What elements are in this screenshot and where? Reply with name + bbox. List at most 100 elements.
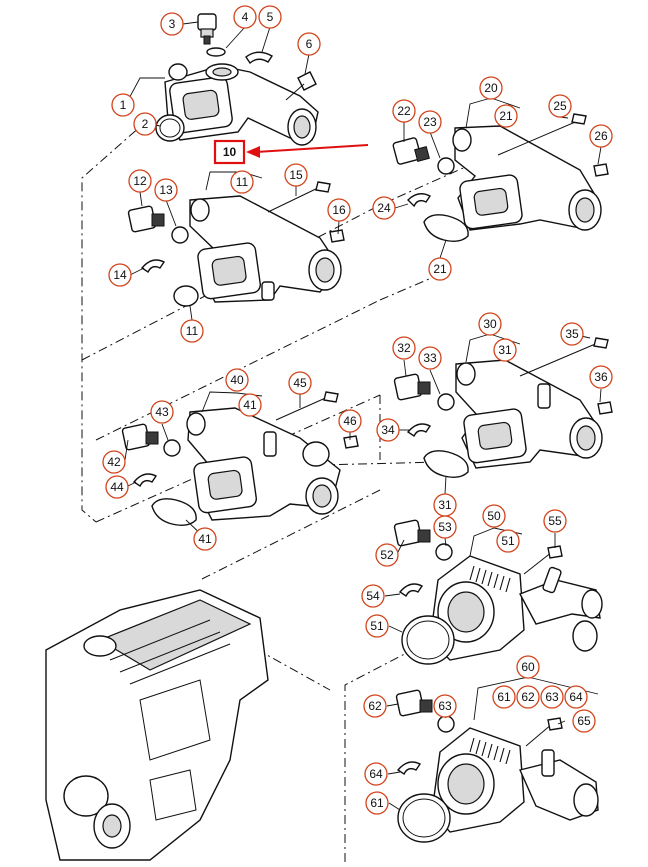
callout-5[interactable]: 5: [258, 5, 282, 29]
callout-30[interactable]: 30: [478, 312, 502, 336]
svg-text:4: 4: [242, 10, 249, 24]
callout-62-top[interactable]: 62: [516, 685, 540, 709]
callout-11-upper[interactable]: 11: [230, 170, 254, 194]
svg-text:32: 32: [397, 341, 411, 355]
callout-41-upper[interactable]: 41: [238, 393, 262, 417]
callout-31-lower[interactable]: 31: [433, 493, 457, 517]
engine-block-illustration: [45, 589, 269, 861]
callout-53[interactable]: 53: [433, 515, 457, 539]
svg-text:35: 35: [565, 327, 579, 341]
thermostat-housing-group-7: [395, 689, 599, 843]
callout-26[interactable]: 26: [589, 124, 613, 148]
callout-51-upper[interactable]: 51: [496, 529, 520, 553]
callout-46[interactable]: 46: [338, 409, 362, 433]
callout-31-upper[interactable]: 31: [493, 338, 517, 362]
svg-text:21: 21: [499, 109, 513, 123]
callout-55[interactable]: 55: [543, 509, 567, 533]
callout-60[interactable]: 60: [516, 655, 540, 679]
callout-61[interactable]: 61: [365, 791, 389, 815]
callout-4[interactable]: 4: [233, 5, 257, 29]
thermostat-housing-group-2: [392, 113, 609, 243]
callout-11-lower[interactable]: 11: [180, 319, 204, 343]
thermostat-housing-group-5: [121, 391, 359, 527]
svg-text:13: 13: [159, 183, 173, 197]
callout-2[interactable]: 2: [133, 112, 157, 136]
thermostat-housing-group-4: [393, 337, 613, 479]
callout-41-lower[interactable]: 41: [193, 527, 217, 551]
svg-text:42: 42: [107, 455, 121, 469]
svg-text:16: 16: [332, 203, 346, 217]
svg-text:5: 5: [267, 10, 274, 24]
callout-21-upper[interactable]: 21: [494, 104, 518, 128]
callout-43[interactable]: 43: [150, 400, 174, 424]
svg-text:51: 51: [501, 534, 515, 548]
callout-33[interactable]: 33: [418, 346, 442, 370]
svg-text:12: 12: [133, 174, 147, 188]
callout-61-top[interactable]: 61: [492, 685, 516, 709]
thermostat-housing-group-1: [155, 13, 319, 146]
svg-text:43: 43: [155, 405, 169, 419]
callout-52[interactable]: 52: [375, 543, 399, 567]
callout-45[interactable]: 45: [288, 371, 312, 395]
svg-text:31: 31: [438, 498, 452, 512]
callout-14[interactable]: 14: [108, 263, 132, 287]
callout-3[interactable]: 3: [160, 12, 184, 36]
svg-text:63: 63: [438, 699, 452, 713]
svg-text:25: 25: [553, 99, 567, 113]
callout-65[interactable]: 65: [572, 709, 596, 733]
callout-64[interactable]: 64: [364, 762, 388, 786]
callout-54[interactable]: 54: [361, 584, 385, 608]
svg-text:51: 51: [370, 619, 384, 633]
svg-text:61: 61: [370, 796, 384, 810]
callout-32[interactable]: 32: [392, 336, 416, 360]
svg-text:31: 31: [498, 343, 512, 357]
svg-text:11: 11: [236, 175, 249, 189]
callout-15[interactable]: 15: [284, 163, 308, 187]
callout-13[interactable]: 13: [154, 178, 178, 202]
svg-text:11: 11: [186, 324, 199, 338]
callout-12[interactable]: 12: [128, 169, 152, 193]
svg-text:24: 24: [377, 201, 391, 215]
leader-lines: [124, 21, 602, 811]
svg-text:64: 64: [369, 767, 383, 781]
svg-text:20: 20: [484, 81, 498, 95]
callout-25[interactable]: 25: [548, 94, 572, 118]
callout-40[interactable]: 40: [225, 368, 249, 392]
callout-21-lower[interactable]: 21: [428, 257, 452, 281]
highlighted-part-label-10[interactable]: 10: [213, 139, 246, 165]
svg-text:62: 62: [521, 690, 535, 704]
callout-62[interactable]: 62: [363, 694, 387, 718]
svg-text:61: 61: [497, 690, 511, 704]
callout-36[interactable]: 36: [589, 365, 613, 389]
callout-1[interactable]: 1: [111, 93, 135, 117]
svg-text:44: 44: [110, 480, 124, 494]
svg-text:6: 6: [306, 37, 313, 51]
callout-44[interactable]: 44: [105, 475, 129, 499]
callout-22[interactable]: 22: [392, 99, 416, 123]
svg-text:46: 46: [343, 414, 357, 428]
callout-24[interactable]: 24: [372, 196, 396, 220]
callout-50[interactable]: 50: [482, 504, 506, 528]
callout-23[interactable]: 23: [418, 110, 442, 134]
svg-text:45: 45: [293, 376, 307, 390]
svg-text:34: 34: [381, 423, 395, 437]
svg-text:50: 50: [487, 509, 501, 523]
svg-text:33: 33: [423, 351, 437, 365]
svg-text:14: 14: [113, 268, 127, 282]
callout-35[interactable]: 35: [560, 322, 584, 346]
svg-text:10: 10: [223, 145, 237, 159]
callout-20[interactable]: 20: [479, 76, 503, 100]
svg-text:63: 63: [545, 690, 559, 704]
svg-text:60: 60: [521, 660, 535, 674]
callout-63[interactable]: 63: [433, 694, 457, 718]
callout-63-top[interactable]: 63: [540, 685, 564, 709]
callout-64-top[interactable]: 64: [564, 685, 588, 709]
svg-text:15: 15: [289, 168, 303, 182]
callout-51-lower[interactable]: 51: [365, 614, 389, 638]
callout-6[interactable]: 6: [297, 32, 321, 56]
callout-42[interactable]: 42: [102, 450, 126, 474]
svg-text:53: 53: [438, 520, 452, 534]
callout-34[interactable]: 34: [376, 418, 400, 442]
callout-16[interactable]: 16: [327, 198, 351, 222]
